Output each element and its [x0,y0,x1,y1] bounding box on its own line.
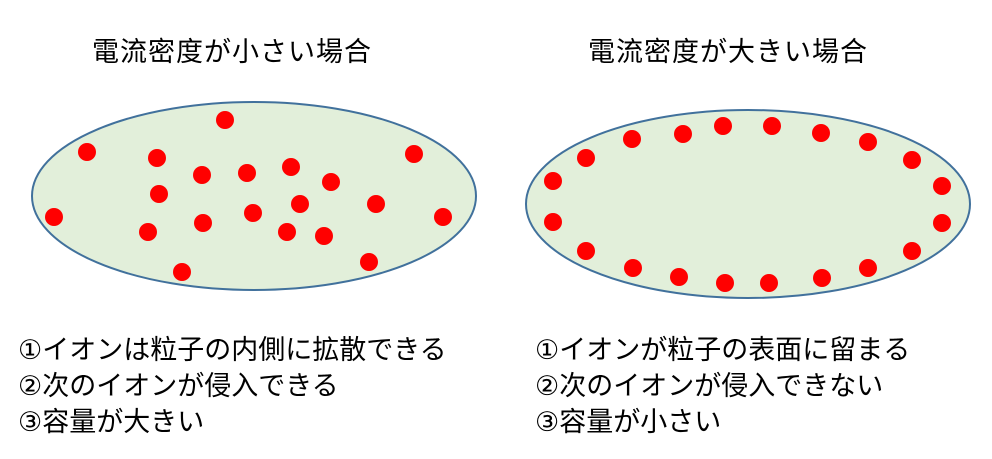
high-current-density-title: 電流密度が大きい場合 [588,37,868,68]
ion-dot [859,133,877,151]
ion-dot [903,151,921,169]
low-density-points-list: ①イオンは粒子の内側に拡散できる ②次のイオンが侵入できる ③容量が大きい [18,333,447,441]
point-1: ①イオンは粒子の内側に拡散できる [18,335,447,366]
high-density-particle-group [525,109,971,299]
ion-dot [933,177,951,195]
ion-dot [360,253,378,271]
ion-dot [244,204,262,222]
low-current-density-title: 電流密度が小さい場合 [92,37,372,68]
ion-dot [674,125,692,143]
particle-ellipse-low-density [31,101,477,291]
low-density-particle-group [31,101,477,291]
ion-dot [148,149,166,167]
ion-dot [282,158,300,176]
point-2: ②次のイオンが侵入できる [18,371,339,402]
ion-dot [216,111,234,129]
ion-dot [367,195,385,213]
ion-dot [813,269,831,287]
ion-dot [139,223,157,241]
ion-dot [716,274,734,292]
point-1: ①イオンが粒子の表面に留まる [535,335,911,366]
ion-dot [434,208,452,226]
ion-dot [624,259,642,277]
ion-dot [623,130,641,148]
ion-dot [544,172,562,190]
ion-dot [812,124,830,142]
ion-dots-low-density [45,111,452,281]
ion-dot [193,166,211,184]
ion-dot [903,242,921,260]
particle-ellipse-high-density [525,109,971,299]
ion-dot [322,173,340,191]
point-3: ③容量が小さい [535,407,722,438]
ion-dot [150,185,168,203]
ion-dot [577,242,595,260]
ion-dot [670,268,688,286]
high-density-points-list: ①イオンが粒子の表面に留まる ②次のイオンが侵入できない ③容量が小さい [535,333,910,441]
point-2: ②次のイオンが侵入できない [535,371,884,402]
ion-dot [278,223,296,241]
ion-dot [405,145,423,163]
ion-dot [760,274,778,292]
ion-dot [173,263,191,281]
ion-dot [315,227,333,245]
ion-dot [714,117,732,135]
ion-dot [544,213,562,231]
ion-dot [238,164,256,182]
point-3: ③容量が大きい [18,407,205,438]
ion-dots-high-density [544,117,951,292]
ion-dot [933,214,951,232]
ion-dot [194,214,212,232]
ion-dot [78,143,96,161]
ion-dot [45,208,63,226]
ion-dot [859,259,877,277]
ion-dot [763,117,781,135]
ion-dot [577,149,595,167]
ion-dot [291,195,309,213]
